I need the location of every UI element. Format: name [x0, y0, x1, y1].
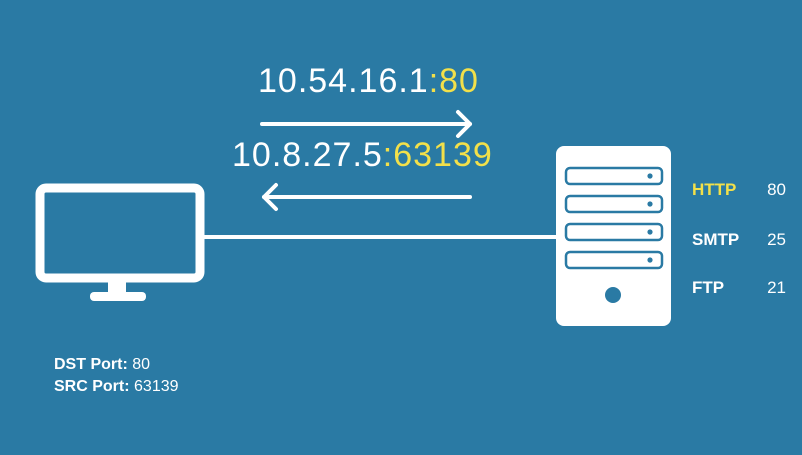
service-smtp-port: 25 [767, 230, 786, 249]
destination-address: 10.54.16.1:80 [258, 62, 479, 101]
service-http-port: 80 [767, 180, 786, 199]
service-http-label: HTTP [692, 180, 737, 199]
dst-port-value: 80 [132, 356, 151, 373]
src-port-info: SRC Port: 63139 [54, 378, 179, 396]
destination-port: :80 [428, 62, 479, 100]
arrow-left-icon [262, 183, 472, 211]
dst-port-label: DST Port: [54, 356, 128, 373]
monitor-icon [35, 183, 205, 301]
source-address: 10.8.27.5:63139 [232, 136, 493, 175]
source-port: :63139 [382, 136, 493, 174]
source-ip: 10.8.27.5 [232, 136, 383, 174]
server-icon [556, 146, 671, 326]
arrow-right-icon [260, 110, 472, 138]
service-ftp-port: 21 [767, 278, 786, 297]
service-ftp-label: FTP [692, 278, 725, 297]
src-port-label: SRC Port: [54, 378, 130, 395]
src-port-value: 63139 [134, 378, 179, 395]
destination-ip: 10.54.16.1 [258, 62, 429, 100]
service-smtp-label: SMTP [692, 230, 740, 249]
dst-port-info: DST Port: 80 [54, 356, 150, 374]
